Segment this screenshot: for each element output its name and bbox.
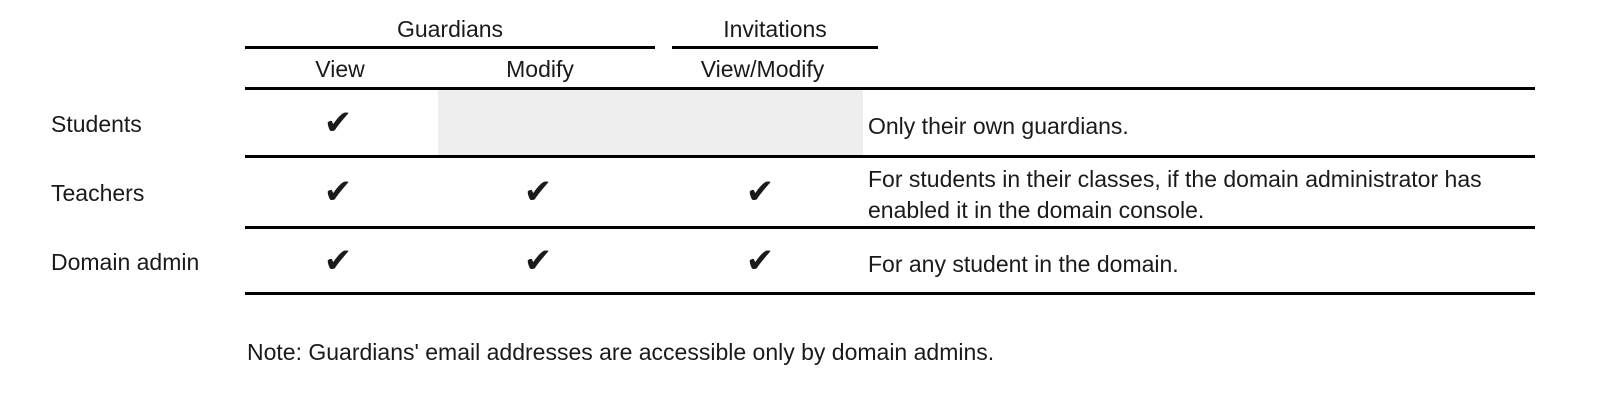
group-rule-guardians (245, 46, 655, 49)
column-header-modify: Modify (506, 56, 574, 82)
checkmark-icon-teachers-invitations-view-modify: ✔ (745, 172, 775, 212)
row-label-teachers: Teachers (51, 180, 145, 206)
column-header-view: View (315, 56, 365, 82)
table-rule-bottom (245, 292, 1535, 295)
table-rule-header-bottom (245, 87, 1535, 90)
checkmark-icon-domain-admin-guardians-view: ✔ (323, 241, 353, 281)
checkmark-icon-domain-admin-guardians-modify: ✔ (523, 241, 553, 281)
checkmark-icon-teachers-guardians-modify: ✔ (523, 172, 553, 212)
note-domain-admin: For any student in the domain. (868, 251, 1179, 277)
row-label-students: Students (51, 111, 142, 137)
note-students: Only their own guardians. (868, 113, 1129, 139)
checkmark-icon-students-guardians-view: ✔ (323, 103, 353, 143)
note-teachers: For students in their classes, if the do… (868, 166, 1482, 223)
table-rule-after-teachers (245, 226, 1535, 229)
checkmark-icon-domain-admin-invitations-view-modify: ✔ (745, 241, 775, 281)
table-rule-after-students (245, 155, 1535, 158)
group-rule-invitations (672, 46, 878, 49)
group-header-guardians: Guardians (396, 16, 504, 42)
footnote-text: Note: Guardians' email addresses are acc… (247, 339, 995, 365)
row-label-domain-admin: Domain admin (51, 249, 200, 275)
group-header-invitations: Invitations (723, 16, 827, 42)
shaded-unavailable-cell (438, 90, 863, 155)
column-header-view-modify: View/Modify (700, 56, 825, 82)
checkmark-icon-teachers-guardians-view: ✔ (323, 172, 353, 212)
